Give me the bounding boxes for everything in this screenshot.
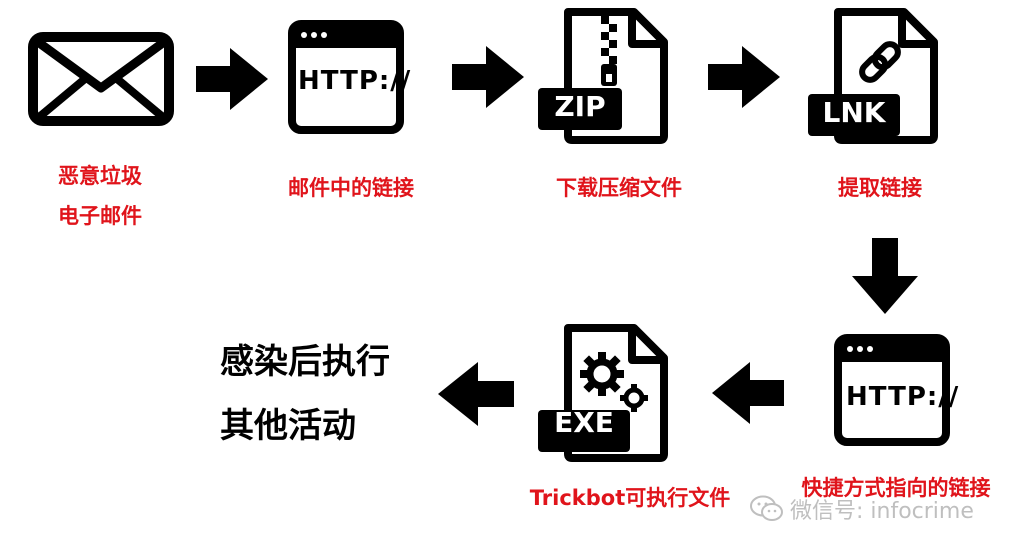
step2-icon-text: HTTP:// <box>298 66 412 96</box>
step3-label: 下载压缩文件 <box>534 168 704 208</box>
arrow-right-icon <box>452 46 524 108</box>
http-browser-icon <box>288 20 404 134</box>
zip-file-icon <box>538 8 670 144</box>
step2-label-text: 邮件中的链接 <box>288 176 414 200</box>
step7-label: 感染后执行 其他活动 <box>220 330 390 458</box>
arrow-left-icon <box>438 362 514 426</box>
step7-label-line2: 其他活动 <box>220 406 356 446</box>
watermark-text: 微信号: infocrime <box>790 499 974 524</box>
lnk-file-icon <box>808 8 940 144</box>
arrow-left-icon <box>712 362 784 424</box>
step2-label: 邮件中的链接 <box>266 168 436 208</box>
http-browser-icon <box>834 334 950 446</box>
step6-icon-text: EXE <box>554 406 614 439</box>
step4-icon-text: LNK <box>822 96 886 129</box>
step5-label-text: 快捷方式指向的链接 <box>801 476 991 500</box>
step6-label: Trickbot可执行文件 <box>520 478 740 518</box>
step3-icon-text: ZIP <box>554 90 606 123</box>
step1-label: 恶意垃圾 电子邮件 <box>40 156 160 236</box>
arrow-right-icon <box>708 46 780 108</box>
step5-label: 快捷方式指向的链接 <box>786 468 1006 508</box>
step1-label-line1: 恶意垃圾 <box>58 164 142 188</box>
step7-label-line1: 感染后执行 <box>220 342 390 382</box>
step6-label-text: Trickbot可执行文件 <box>529 486 731 510</box>
step3-label-text: 下载压缩文件 <box>556 176 682 200</box>
arrow-down-icon <box>852 238 918 314</box>
step4-label: 提取链接 <box>810 168 950 208</box>
envelope-icon <box>28 32 174 126</box>
exe-file-icon <box>538 324 670 462</box>
arrow-right-icon <box>196 48 268 110</box>
watermark: 微信号: infocrime <box>750 493 974 525</box>
wechat-icon <box>750 495 783 521</box>
step1-label-line2: 电子邮件 <box>58 204 142 228</box>
step5-icon-text: HTTP:// <box>846 382 960 412</box>
step4-label-text: 提取链接 <box>838 176 922 200</box>
